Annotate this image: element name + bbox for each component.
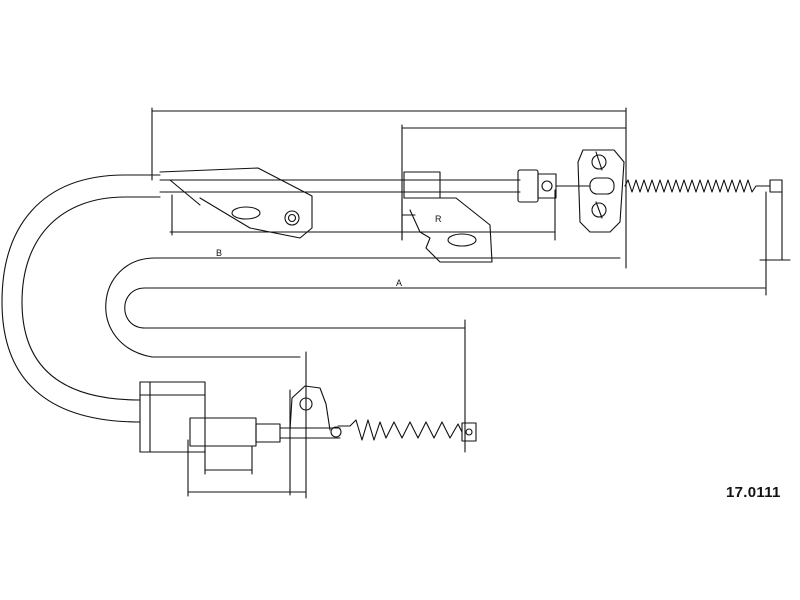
cable-adjuster — [517, 169, 591, 203]
top-dimension-lines — [151, 107, 627, 269]
mounting-plate — [577, 149, 625, 233]
main-cable — [159, 179, 521, 193]
lower-sheath-clip — [139, 381, 206, 453]
cable-sheath-curve — [1, 174, 161, 423]
lower-bracket — [289, 351, 331, 499]
return-spring — [624, 179, 771, 193]
lower-boot-spring — [337, 419, 463, 441]
dimension-label-a: A — [396, 278, 402, 288]
lower-dimension-lines — [187, 439, 307, 497]
dimension-label-r: R — [435, 214, 442, 224]
dimension-a-line — [124, 287, 766, 329]
lower-end-fitting — [330, 319, 477, 453]
top-detail-lines — [171, 189, 556, 241]
right-end-fitting — [759, 179, 791, 296]
part-number: 17.0111 — [726, 484, 781, 501]
left-bracket — [159, 167, 313, 239]
lower-cable — [189, 417, 341, 447]
dimension-label-b: B — [216, 248, 222, 258]
middle-bracket — [169, 171, 556, 263]
dimension-b-inner-curve — [105, 257, 621, 358]
